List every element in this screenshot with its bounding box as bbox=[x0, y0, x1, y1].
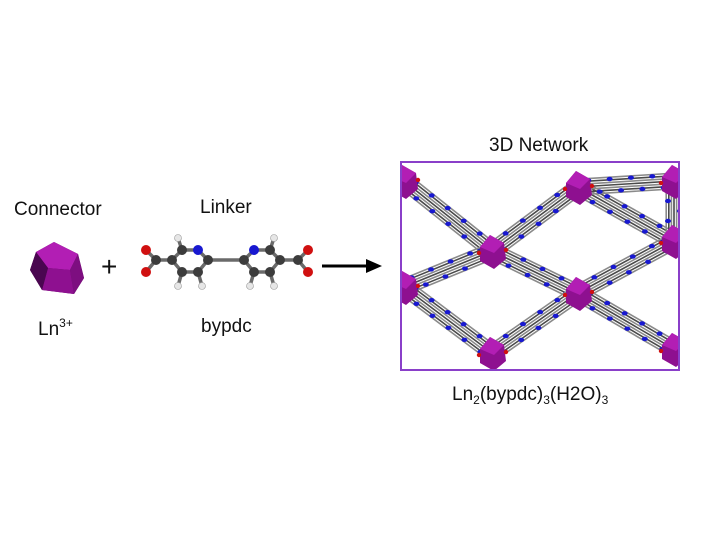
linker-name: bypdc bbox=[201, 316, 252, 337]
formula-ligand: (bypdc) bbox=[479, 384, 544, 405]
connector-title: Connector bbox=[14, 199, 102, 220]
connector-ion-label: Ln3+ bbox=[38, 316, 73, 341]
linker-title: Linker bbox=[200, 197, 252, 218]
bypdc-molecule bbox=[141, 234, 313, 290]
ion-charge: 3+ bbox=[59, 316, 73, 330]
polyhedron-icon bbox=[30, 242, 84, 294]
plus-sign: + bbox=[101, 251, 118, 282]
network-formula: Ln2(bypdc)3(H2O)3 bbox=[452, 384, 608, 407]
formula-ln: Ln bbox=[452, 384, 474, 405]
network-structure-image bbox=[402, 165, 678, 369]
reaction-arrow-icon bbox=[322, 259, 382, 273]
formula-water: (H2O) bbox=[549, 384, 602, 405]
formula-ln-sub: 2 bbox=[473, 393, 480, 407]
ion-symbol: Ln bbox=[38, 319, 60, 340]
formula-ligand-sub: 3 bbox=[543, 393, 550, 407]
formula-water-sub: 3 bbox=[601, 393, 609, 407]
network-image-frame bbox=[400, 161, 680, 371]
network-title: 3D Network bbox=[489, 135, 589, 156]
